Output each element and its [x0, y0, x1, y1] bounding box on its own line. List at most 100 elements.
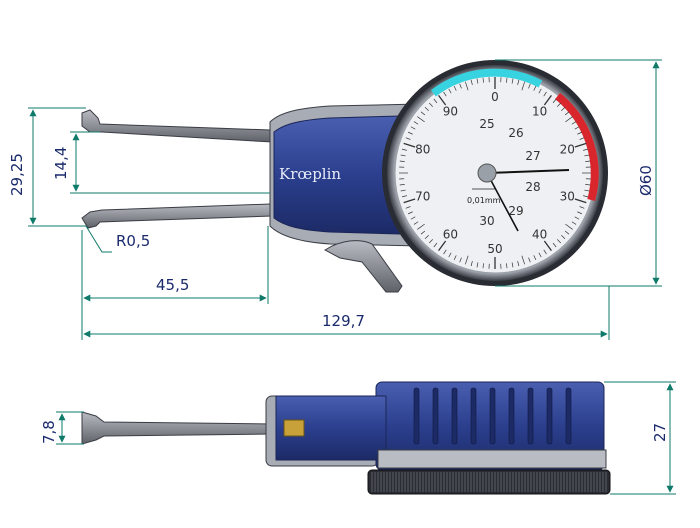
dial-tick — [552, 242, 557, 248]
dial-red-arc — [555, 92, 599, 202]
dial-tick — [538, 88, 542, 94]
dial-tick — [533, 255, 537, 261]
lower-jaw-arm — [81, 203, 273, 229]
dial-tick — [517, 261, 520, 267]
dial-tick — [400, 154, 406, 157]
dial-tick — [401, 148, 407, 151]
dial-tick — [459, 83, 462, 89]
dial-tick — [521, 81, 525, 91]
dial-tick — [417, 116, 425, 123]
release-lever[interactable] — [324, 240, 403, 293]
dial-tick — [574, 126, 580, 130]
needle-hub — [477, 163, 497, 183]
dial-tick — [543, 94, 552, 106]
side-rib — [413, 387, 420, 445]
upper-jaw-arm — [81, 109, 273, 143]
dial-tick — [571, 121, 577, 125]
dial-tick — [511, 262, 514, 268]
dial-tick — [410, 216, 416, 220]
side-rib — [489, 387, 496, 445]
dial-tick — [403, 198, 416, 204]
dial-tick — [482, 77, 484, 83]
dial-tick — [400, 189, 406, 192]
dim-text-tip-width: 7,8 — [40, 420, 58, 444]
dial-inner-label: 28 — [525, 180, 540, 194]
dial-tick — [561, 107, 566, 111]
dial-tick — [561, 235, 566, 239]
dial-tick — [420, 111, 426, 116]
dim-text-body-thickness: 27 — [651, 423, 669, 442]
dim-text-total-length: 129,7 — [322, 312, 365, 330]
dial-tick — [448, 88, 452, 94]
dial-tick — [583, 148, 589, 151]
dial-tick — [565, 223, 573, 230]
dial-tick — [506, 77, 508, 83]
dial-tick — [399, 160, 405, 162]
dial-tick — [557, 239, 561, 244]
dial-outer-label: 20 — [560, 143, 575, 157]
side-rib — [508, 387, 515, 445]
dial-tick — [429, 239, 433, 244]
dial-tick — [417, 223, 425, 230]
side-ribs — [413, 387, 572, 445]
dial-tick — [443, 91, 447, 97]
dial-tick — [405, 137, 411, 140]
dial-tick — [579, 137, 585, 140]
dial-inner-label: 30 — [479, 214, 494, 228]
side-view — [81, 381, 611, 495]
dial-tick — [533, 85, 537, 91]
dial-tick — [521, 255, 525, 265]
dial-tick — [565, 116, 573, 123]
dial-tick — [453, 85, 457, 91]
dial-tick — [399, 184, 405, 186]
dial-tick — [433, 98, 438, 104]
dial-tick — [584, 154, 590, 157]
dial-tick — [438, 240, 447, 252]
dial-outer-label: 40 — [532, 227, 547, 241]
dial-tick — [574, 198, 587, 204]
dial-outer-label: 0 — [491, 90, 499, 104]
dial-tick — [543, 249, 547, 255]
dial-outer-label: 10 — [532, 105, 547, 119]
dim-text-dial-diameter: Ø60 — [637, 165, 655, 196]
dial-tick — [453, 255, 457, 261]
side-rib — [527, 387, 534, 445]
dial-tick — [413, 221, 419, 225]
dial-tick — [585, 184, 591, 186]
dial-resolution: 0,01mm — [467, 196, 501, 205]
dial-outer-label: 90 — [443, 105, 458, 119]
dial-tick — [407, 211, 413, 215]
side-rib — [451, 387, 458, 445]
dial-ticks — [399, 77, 591, 269]
side-tip — [81, 411, 273, 445]
dial-tick — [429, 102, 433, 107]
dial-tick — [459, 257, 462, 263]
dial-tick — [438, 94, 447, 106]
dial-tick — [571, 221, 577, 225]
brand-label: Krœplin — [279, 165, 341, 183]
dial-tick — [433, 242, 438, 248]
dial-outer-label: 30 — [560, 189, 575, 203]
dial-tick — [511, 78, 514, 84]
dial-tick — [564, 111, 570, 116]
dial-inner-label: 25 — [479, 117, 494, 131]
dim-text-jaw-height: 29,25 — [8, 153, 26, 196]
dim-text-jaw-opening: 14,4 — [52, 147, 70, 180]
dial-tick — [443, 249, 447, 255]
dial-tick — [476, 262, 479, 268]
dial-tick — [585, 160, 591, 162]
dial-tick — [410, 126, 416, 130]
dial-tick — [543, 240, 552, 252]
dial-tick — [528, 83, 531, 89]
dial-tick — [424, 235, 429, 239]
dial-tick — [577, 131, 583, 135]
main-needle — [486, 169, 570, 174]
dial-tick — [401, 195, 407, 198]
dial-tick — [538, 252, 542, 258]
dial-cyan-arc — [430, 68, 543, 97]
dial-tick — [552, 98, 557, 104]
